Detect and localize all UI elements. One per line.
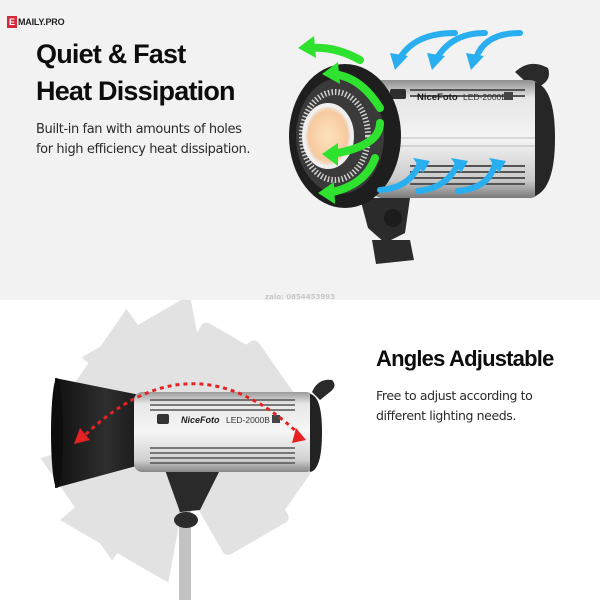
heat-dissipation-title: Quiet & Fast Heat Dissipation	[36, 36, 236, 110]
contact-watermark: zalo: 0854453993	[265, 293, 335, 301]
light-body	[134, 392, 314, 472]
led-light-airflow-illustration: NiceFoto LED-2000B	[289, 30, 555, 264]
angles-adjustable-description: Free to adjust according to different li…	[376, 386, 533, 426]
angles-adjustable-title: Angles Adjustable	[376, 346, 554, 371]
mount-bracket	[360, 198, 414, 264]
description-line-1: Free to adjust according to	[376, 388, 533, 403]
description-line-1: Built-in fan with amounts of holes	[36, 122, 242, 137]
mount-bracket	[165, 470, 220, 512]
reflector	[55, 378, 140, 488]
title-line-1: Quiet & Fast	[36, 39, 186, 69]
power-switch	[390, 89, 406, 99]
product-model-label: LED-2000B	[463, 92, 507, 102]
led-light-angles-illustration: NiceFoto LED-2000B	[40, 300, 335, 600]
vent-slots	[410, 89, 525, 185]
brand-logo-mark: E	[7, 16, 17, 28]
heat-dissipation-description: Built-in fan with amounts of holes for h…	[36, 120, 251, 160]
brand-logo: E MAILY.PRO	[7, 16, 65, 28]
stand-pole	[179, 510, 191, 600]
heat-dissipation-panel: E MAILY.PRO Quiet & Fast Heat Dissipatio…	[0, 0, 600, 300]
description-line-2: different lighting needs.	[376, 408, 516, 423]
rear-handle	[312, 379, 335, 400]
intake-arrows-top	[397, 30, 523, 61]
power-switch	[157, 414, 169, 424]
product-brand-label: NiceFoto	[417, 92, 458, 103]
product-model-label: LED-2000B	[226, 415, 270, 425]
angles-adjustable-panel: NiceFoto LED-2000B Angles Adjustable Fre…	[0, 300, 600, 600]
title-line-2: Heat Dissipation	[36, 76, 236, 106]
rear-handle	[515, 63, 549, 86]
description-line-2: for high efficiency heat dissipation.	[36, 142, 251, 157]
intake-arrows-bottom	[377, 160, 498, 194]
brand-logo-text: MAILY.PRO	[18, 17, 65, 27]
product-brand-label: NiceFoto	[181, 415, 220, 425]
